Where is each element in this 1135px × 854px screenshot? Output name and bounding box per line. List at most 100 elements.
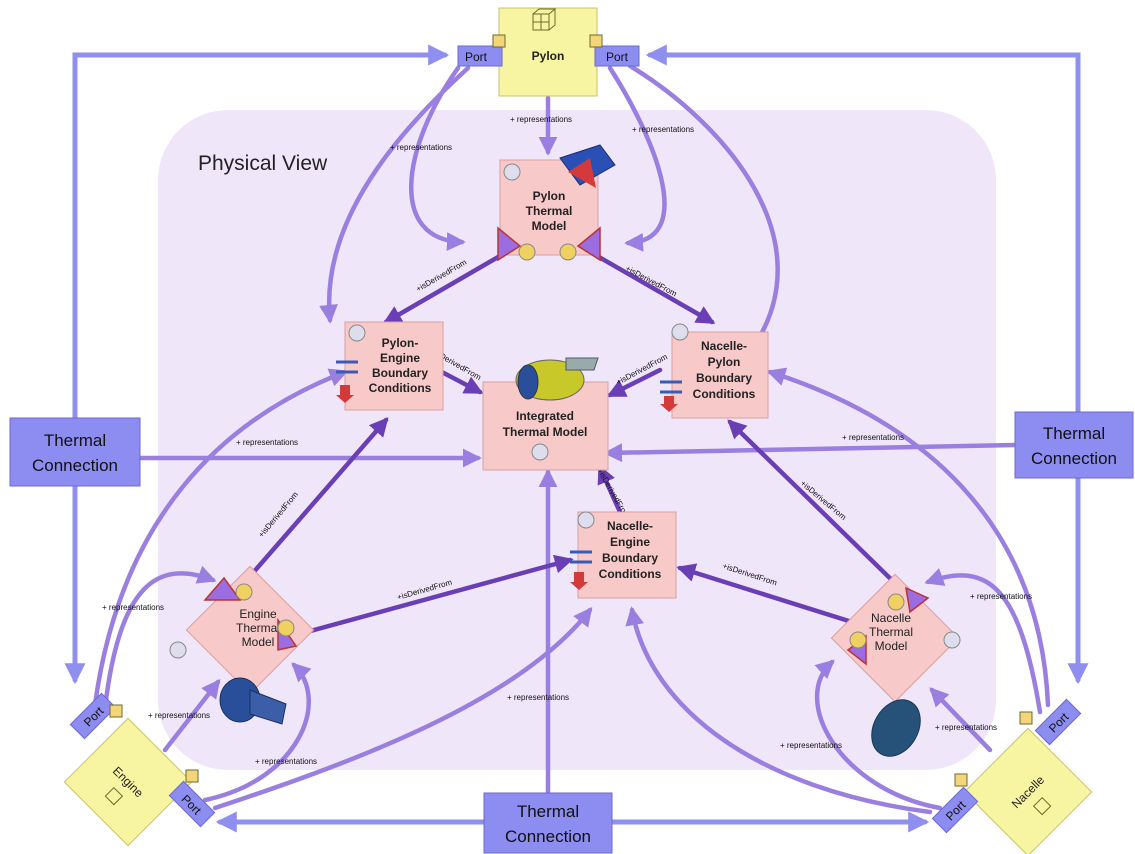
- port-triangle-icon: [905, 586, 930, 614]
- nacelle-port-upper[interactable]: Port: [1034, 698, 1082, 746]
- label-rep-tc-bottom: + representations: [507, 693, 569, 702]
- nebc-line3: Boundary: [602, 551, 658, 565]
- nacelle-cube-icon: [1032, 796, 1052, 816]
- npbc-line1: Nacelle-: [701, 339, 747, 353]
- pylon-port-left[interactable]: Port: [457, 34, 506, 67]
- port-icon: [109, 704, 123, 718]
- tc-left-line1: Thermal: [44, 431, 106, 450]
- nacelle-block[interactable]: Nacelle: [963, 727, 1093, 854]
- nacelle-pylon-bc[interactable]: Nacelle- Pylon Boundary Conditions: [660, 323, 769, 419]
- port-triangle-icon: [203, 576, 242, 601]
- port-icon: [185, 769, 199, 783]
- integrated-line1: Integrated: [516, 409, 574, 423]
- nacelle-thermal-model[interactable]: Nacelle Thermal Model: [830, 573, 960, 703]
- pylon-thermal-line1: Pylon: [533, 189, 566, 203]
- label-rep-nacelleport2: + representations: [780, 741, 842, 750]
- npbc-line4: Conditions: [693, 387, 756, 401]
- tc-left-line2: Connection: [32, 456, 118, 475]
- rep-engineport-thermal: [102, 565, 217, 711]
- port-triangle-icon: [576, 226, 601, 262]
- port-icon: [589, 34, 603, 48]
- pylon-cube-icon: [532, 8, 557, 31]
- tc-right-line1: Thermal: [1043, 424, 1105, 443]
- derived-nacelle-to-nebc: [676, 563, 855, 625]
- tc-right-line2: Connection: [1031, 449, 1117, 468]
- label-rep-engine: + representations: [148, 711, 210, 720]
- derived-pebc-to-integrated: [435, 367, 484, 395]
- pebc-line4: Conditions: [369, 381, 432, 395]
- integrated-thermal-model[interactable]: Integrated Thermal Model: [482, 357, 609, 471]
- tc-bottom-line2: Connection: [505, 827, 591, 846]
- rep-engineport-bc: [92, 368, 349, 708]
- pebc-line1: Pylon-: [382, 336, 419, 350]
- thermal-connection-left[interactable]: Thermal Connection: [9, 417, 141, 487]
- engine-port-upper[interactable]: Port: [69, 692, 117, 740]
- rep-engine-thermal: [162, 679, 221, 753]
- gear-icon: [169, 641, 187, 659]
- gear-icon: [577, 511, 595, 529]
- derived-npbc-to-integrated: [606, 367, 663, 398]
- rep-pylonport-right-bc: [627, 63, 780, 356]
- engine-thermal-line3: Model: [242, 635, 275, 649]
- pebc-line2: Engine: [380, 351, 420, 365]
- engine-nacelle-3d-icon: [515, 357, 599, 401]
- label-rep-engineport2: + representations: [255, 757, 317, 766]
- thermal-connection-bottom[interactable]: Thermal Connection: [483, 792, 613, 854]
- nebc-line2: Engine: [610, 535, 650, 549]
- pylon-thermal-line2: Thermal: [526, 204, 573, 218]
- rep-nacelleport-thermal: [924, 568, 1043, 715]
- heat-icon: [570, 550, 592, 564]
- pylon-thermal-model[interactable]: Pylon Thermal Model: [497, 144, 616, 262]
- gear-icon: [531, 443, 549, 461]
- engine-3d-model-icon: [219, 677, 287, 725]
- pebc-line3: Boundary: [372, 366, 428, 380]
- sensor-icon: [518, 243, 536, 261]
- pylon-block[interactable]: Pylon: [498, 7, 598, 97]
- engine-cube-icon: [104, 786, 124, 806]
- nacelle-port-lower[interactable]: Port: [931, 786, 979, 834]
- label-rep-tc-left: + representations: [236, 438, 298, 447]
- representation-arrows: [92, 63, 1051, 815]
- derived-nacelle-to-npbc: [727, 419, 903, 591]
- label-rep-pylonport-left: + representations: [390, 143, 452, 152]
- sensor-icon: [849, 631, 867, 649]
- down-arrow-icon: [336, 385, 354, 403]
- down-arrow-icon: [570, 572, 588, 590]
- label-rep-engineport: + representations: [102, 603, 164, 612]
- rep-engineport2-bc: [212, 607, 593, 811]
- nacelle-engine-bc[interactable]: Nacelle- Engine Boundary Conditions: [570, 511, 677, 599]
- label-rep-tc-right: + representations: [842, 433, 904, 442]
- rep-nacelle-thermal: [929, 687, 993, 753]
- label-rep-pylonport-right: + representations: [632, 125, 694, 134]
- gear-icon: [503, 163, 521, 181]
- rep-nacelleport2-thermal: [814, 659, 943, 811]
- down-arrow-icon: [660, 396, 678, 412]
- rep-pylonport-left-bc: [319, 65, 471, 324]
- heat-icon: [336, 360, 358, 374]
- engine-port-lower[interactable]: Port: [168, 780, 216, 828]
- rep-nacelleport-bc: [766, 367, 1051, 708]
- sensor-icon: [559, 243, 577, 261]
- derived-arrows: [242, 250, 903, 639]
- pylon-port-right-label: Port: [606, 50, 629, 64]
- pylon-port-left-label: Port: [465, 50, 488, 64]
- port-triangle-icon: [497, 226, 522, 262]
- nacelle-thermal-line2: Thermal: [869, 625, 913, 639]
- nebc-line1: Nacelle-: [607, 519, 653, 533]
- heat-icon: [660, 380, 682, 394]
- label-rep-nacelle: + representations: [935, 723, 997, 732]
- port-icon: [1019, 711, 1033, 725]
- gear-icon: [348, 324, 366, 342]
- engine-thermal-line1: Engine: [239, 607, 277, 621]
- pylon-engine-bc[interactable]: Pylon- Engine Boundary Conditions: [336, 321, 444, 411]
- engine-block[interactable]: Engine: [63, 717, 193, 847]
- pylon-port-right[interactable]: Port: [589, 34, 640, 67]
- thermal-connection-right[interactable]: Thermal Connection: [1014, 411, 1134, 479]
- port-icon: [492, 34, 506, 48]
- nacelle-thermal-line3: Model: [875, 639, 908, 653]
- nebc-line4: Conditions: [599, 567, 662, 581]
- derived-engine-to-nebc: [289, 554, 574, 639]
- pylon-thermal-line3: Model: [532, 219, 567, 233]
